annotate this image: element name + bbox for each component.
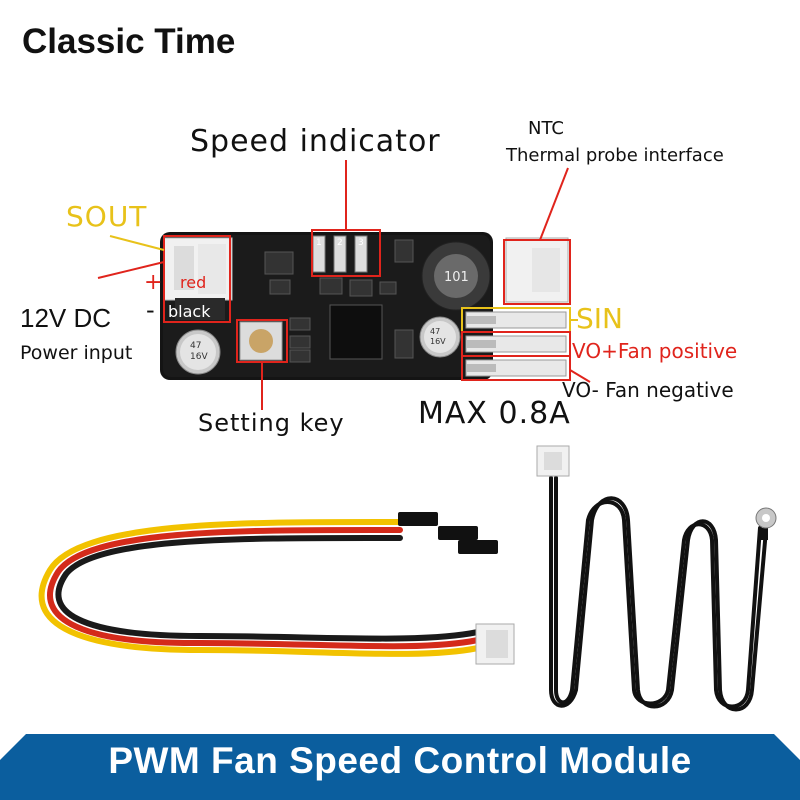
- ring-terminal: [755, 507, 777, 540]
- vo-minus-label: VO- Fan negative: [562, 378, 734, 402]
- dc-12v-label: 12V DC: [20, 303, 112, 333]
- plus-sign: +: [144, 270, 163, 295]
- thermal-probe-label: Thermal probe interface: [506, 145, 724, 166]
- speed-leds: [312, 235, 368, 273]
- led-1-number: 1: [316, 238, 322, 248]
- red-wire-label: red: [180, 273, 207, 292]
- vo-minus-box: [461, 355, 571, 381]
- footer-banner: [0, 734, 800, 800]
- vo-minus-line: [569, 369, 591, 383]
- svg-text:16V: 16V: [430, 337, 446, 346]
- ntc-box: [503, 239, 571, 305]
- led-3-number: 3: [358, 238, 364, 248]
- ntc-connector: [505, 237, 569, 303]
- footer-title: PWM Fan Speed Control Module: [108, 740, 692, 781]
- ic-chip: [329, 304, 383, 360]
- svg-text:47: 47: [430, 327, 440, 336]
- smd-components: [264, 239, 414, 363]
- black-wire-label: black: [168, 302, 211, 321]
- ntc-line: [539, 167, 569, 241]
- ntc-probe-cable: [549, 476, 768, 712]
- setting-key-label: Setting key: [198, 409, 345, 437]
- speed-indicator-label: Speed indicator: [190, 124, 441, 159]
- sin-label: SIN: [576, 302, 623, 335]
- capacitor-left: 47 16V: [175, 329, 221, 375]
- brand-title: Classic Time: [22, 22, 236, 61]
- ntc-label: NTC: [528, 118, 564, 139]
- sout-connector-box: [163, 235, 231, 323]
- jst-connector-ntc: [536, 445, 570, 477]
- sout-label: SOUT: [66, 200, 148, 233]
- setting-key-button: [239, 321, 283, 361]
- plus-line: [97, 261, 165, 279]
- jst-connector-fan: [475, 623, 515, 665]
- output-pin-header: [465, 311, 567, 377]
- svg-text:47: 47: [190, 341, 201, 351]
- dupont-connectors: [398, 512, 498, 554]
- vo-plus-label: VO+Fan positive: [572, 339, 738, 363]
- capacitor-right: 47 16V: [419, 316, 461, 358]
- minus-sign: -: [146, 296, 155, 324]
- svg-text:101: 101: [444, 270, 469, 285]
- svg-text:16V: 16V: [190, 352, 208, 362]
- sout-line: [109, 235, 165, 251]
- sout-connector: [163, 237, 233, 301]
- fan-cable: [38, 518, 481, 657]
- inductor: 101: [421, 241, 491, 311]
- power-input-label: Power input: [20, 342, 133, 364]
- max-current-label: MAX 0.8A: [418, 396, 571, 431]
- led-2-number: 2: [337, 238, 343, 248]
- footer-corner-accents: [0, 734, 800, 760]
